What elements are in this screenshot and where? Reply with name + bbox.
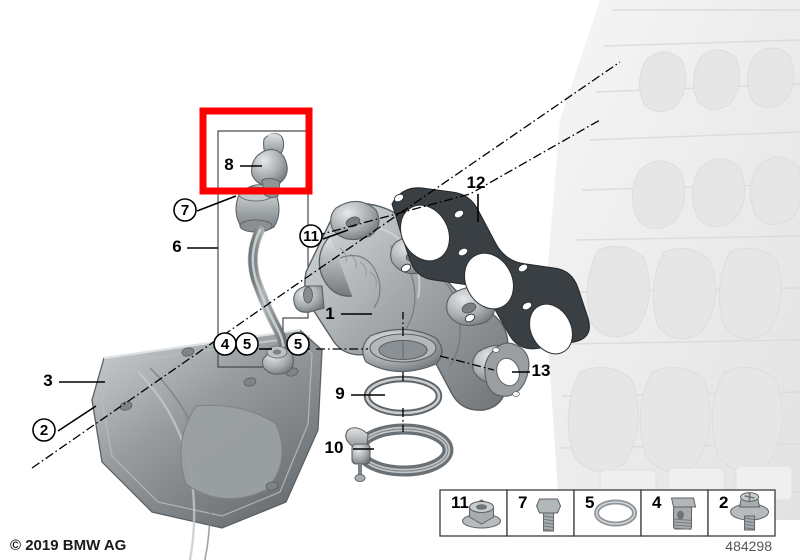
- legend-number-7: 7: [518, 493, 527, 512]
- legend-number-4: 4: [652, 493, 662, 512]
- callout-5: 5: [294, 336, 302, 353]
- sealing-ring: [363, 375, 443, 417]
- leader-line-7: [196, 195, 237, 212]
- callout-5: 5: [243, 336, 251, 353]
- assembly-axis-lines: [31, 61, 621, 469]
- flanged-screw-icon: [730, 492, 770, 531]
- hardware-legend: 11 7 5 4 2: [439, 489, 776, 537]
- callout-13: 13: [532, 361, 551, 380]
- legend-cell-5: [573, 489, 642, 537]
- washer-ring-icon: [594, 499, 638, 527]
- legend-number-2: 2: [719, 493, 728, 512]
- callout-7: 7: [181, 202, 189, 219]
- callout-4: 4: [221, 336, 230, 353]
- callout-circle-2: [32, 418, 56, 442]
- copyright-text: © 2019 BMW AG: [10, 537, 126, 554]
- v-band-clamp: [345, 423, 454, 483]
- callout-9: 9: [335, 384, 344, 403]
- manifold-gasket: [391, 187, 590, 355]
- callout-circle-5: [286, 332, 310, 356]
- banjo-bolt-icon: [670, 497, 697, 530]
- callout-circle-11: [299, 224, 323, 248]
- callout-12: 12: [467, 173, 486, 192]
- leader-line-2: [57, 405, 97, 432]
- hex-bolt-icon: [535, 498, 562, 532]
- callout-6: 6: [172, 237, 181, 256]
- callout-3: 3: [43, 371, 52, 390]
- callout-2: 2: [40, 422, 48, 439]
- legend-number-5: 5: [585, 493, 594, 512]
- callout-circle-7: [173, 198, 197, 222]
- legend-number-11: 11: [451, 493, 469, 512]
- leader-line-11: [322, 229, 349, 240]
- flange-nut-icon: [462, 499, 502, 529]
- heat-shield: [91, 328, 323, 560]
- callout-circle-5: [235, 332, 259, 356]
- callout-10: 10: [325, 438, 344, 457]
- leader-lines: [57, 165, 530, 450]
- engine-block-ghost: [545, 0, 800, 520]
- callout-11: 11: [303, 228, 319, 245]
- callout-8: 8: [224, 155, 233, 174]
- callout-1: 1: [325, 304, 334, 323]
- diagram-id: 484298: [725, 538, 772, 554]
- red-highlight-box: [199, 107, 313, 195]
- small-gasket: [484, 342, 530, 397]
